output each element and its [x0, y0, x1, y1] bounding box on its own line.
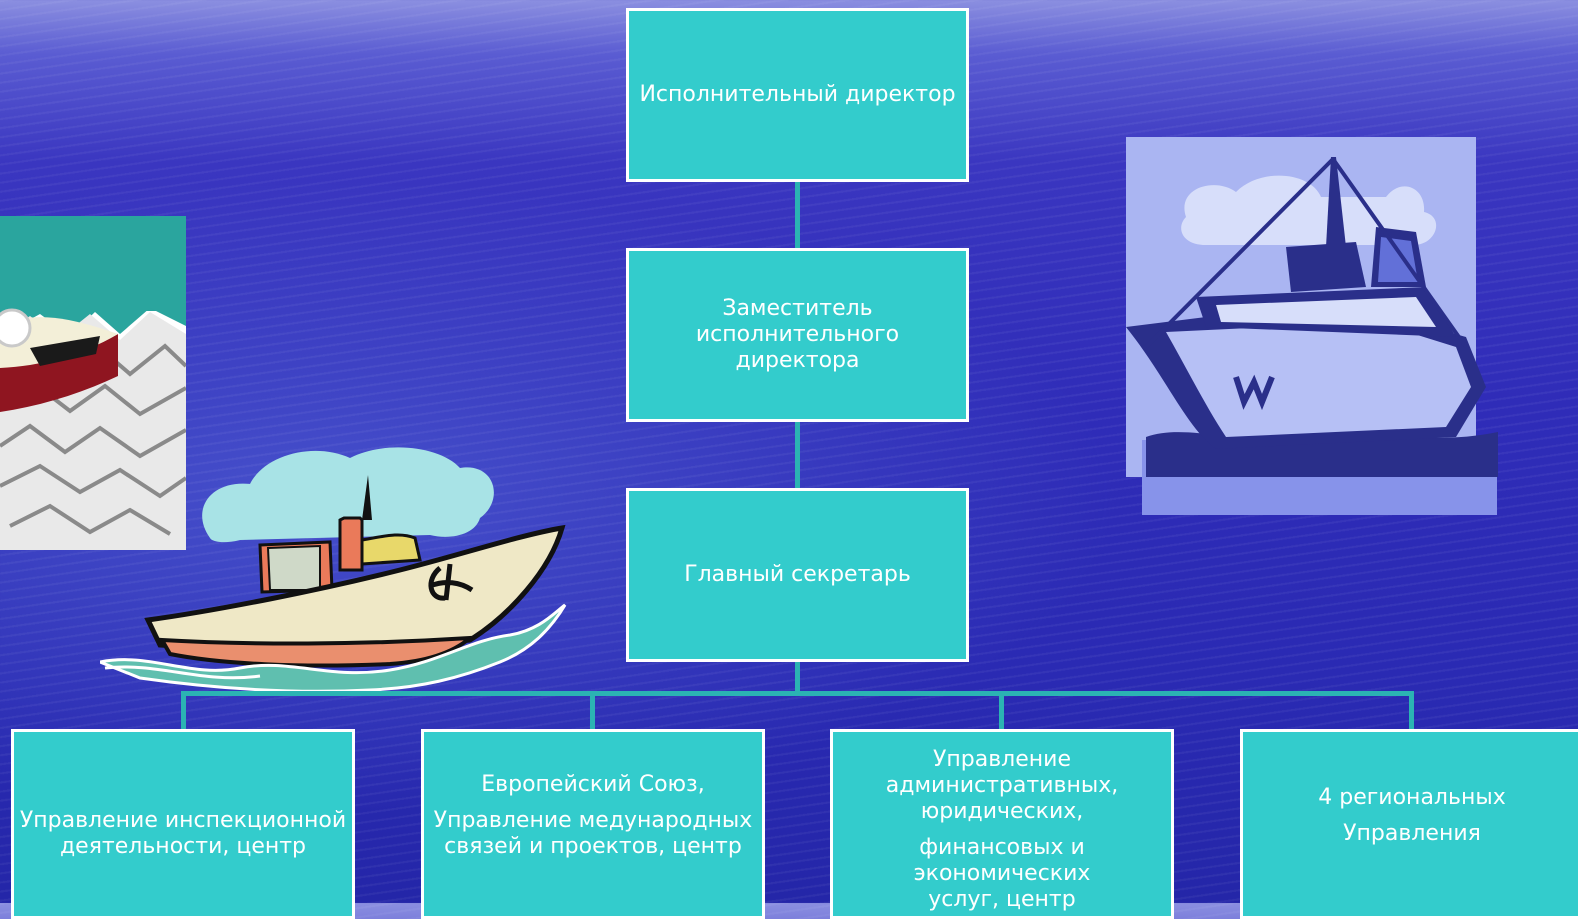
dept-international-label-1: Европейский Союз, [481, 772, 705, 797]
node-chief-secretary: Главный секретарь [626, 488, 969, 662]
clipart-boat-in-waves-icon [0, 216, 186, 550]
connector-3-bus [795, 661, 800, 694]
node-executive-director: Исполнительный директор [626, 8, 969, 182]
dept-administrative-label-4: финансовых и экономических [913, 835, 1091, 886]
dept-international-label-3: связей и проектов, центр [444, 834, 742, 859]
connector-dept-4 [1409, 691, 1414, 731]
dept-administrative-label-3: юридических, [920, 799, 1084, 824]
dept-administrative-label-1: Управление [932, 747, 1071, 772]
clipart-cartoon-boat-icon [100, 447, 567, 693]
node-executive-director-label: Исполнительный директор [639, 82, 956, 107]
dept-inspection-label-1: Управление инспекционной [19, 808, 347, 833]
connector-1-2 [795, 181, 800, 249]
dept-international-label-2: Управление медународных [433, 808, 753, 833]
dept-administrative-label-2: административных, [885, 773, 1119, 798]
connector-bus [181, 691, 1414, 696]
connector-dept-2 [590, 691, 595, 731]
node-deputy-director: Заместитель исполнительного директора [626, 248, 969, 422]
node-dept-administrative: Управление административных, юридических… [830, 729, 1174, 919]
node-deputy-director-label-2: директора [735, 348, 860, 373]
node-dept-regional: 4 региональных Управления [1240, 729, 1578, 919]
dept-regional-label-2: Управления [1343, 821, 1481, 846]
connector-dept-3 [999, 691, 1004, 731]
dept-inspection-label-2: деятельности, центр [59, 834, 307, 859]
node-dept-inspection: Управление инспекционной деятельности, ц… [11, 729, 355, 919]
dept-regional-label-1: 4 региональных [1318, 785, 1506, 810]
connector-2-3 [795, 420, 800, 490]
node-deputy-director-label-1: Заместитель исполнительного [695, 296, 900, 347]
dept-administrative-label-5: услуг, центр [928, 887, 1076, 912]
connector-dept-1 [181, 691, 186, 731]
clipart-ocean-liner-icon [1126, 137, 1498, 515]
node-chief-secretary-label: Главный секретарь [684, 562, 911, 587]
node-dept-international: Европейский Союз, Управление медународны… [421, 729, 765, 919]
